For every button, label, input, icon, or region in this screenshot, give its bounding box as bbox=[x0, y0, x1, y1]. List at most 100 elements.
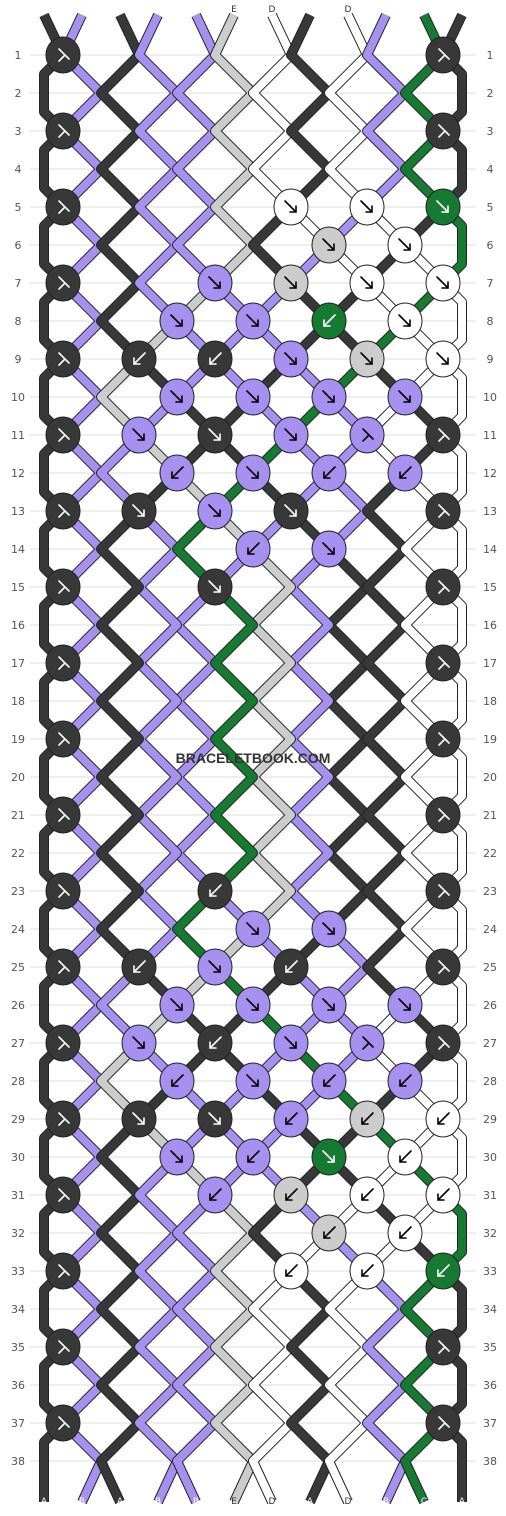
knot bbox=[425, 1176, 461, 1214]
knot-A-circle bbox=[425, 112, 461, 150]
knot bbox=[197, 340, 233, 378]
forward-arrow-icon bbox=[132, 504, 145, 517]
knot bbox=[159, 454, 195, 492]
forward-arrow-icon bbox=[398, 238, 411, 251]
knot bbox=[45, 1100, 81, 1138]
knot bbox=[235, 910, 271, 948]
knot bbox=[45, 492, 81, 530]
knot-grid bbox=[45, 36, 461, 1442]
knot bbox=[273, 264, 309, 302]
backward-forward-arrow-icon bbox=[58, 732, 70, 746]
row-label-right: 36 bbox=[483, 1379, 497, 1392]
row-label-right: 13 bbox=[483, 505, 497, 518]
backward-arrow-icon bbox=[361, 1264, 374, 1277]
strand-label-top: B bbox=[193, 5, 199, 15]
forward-arrow-icon bbox=[208, 960, 221, 973]
row-label-right: 22 bbox=[483, 847, 497, 860]
knot bbox=[45, 1024, 81, 1062]
row-label-left: 11 bbox=[11, 429, 25, 442]
knot bbox=[197, 492, 233, 530]
knot-A-circle bbox=[425, 36, 461, 74]
strand-label-bottom: A bbox=[117, 1497, 124, 1507]
backward-arrow-icon bbox=[437, 1264, 450, 1277]
knot-A-circle bbox=[425, 1328, 461, 1366]
row-label-right: 15 bbox=[483, 581, 497, 594]
knot bbox=[273, 1176, 309, 1214]
backward-forward-arrow-icon bbox=[58, 1416, 70, 1430]
backward-forward-arrow-icon bbox=[438, 1036, 450, 1050]
strand-label-bottom: B bbox=[79, 1497, 85, 1507]
knot bbox=[387, 226, 423, 264]
forward-arrow-icon bbox=[170, 998, 183, 1011]
row-label-left: 2 bbox=[15, 87, 22, 100]
knot-A-circle bbox=[45, 1328, 81, 1366]
knot-A-circle bbox=[45, 796, 81, 834]
knot bbox=[425, 948, 461, 986]
knot bbox=[235, 1138, 271, 1176]
knot bbox=[45, 1252, 81, 1290]
forward-arrow-icon bbox=[284, 428, 297, 441]
row-label-left: 19 bbox=[11, 733, 25, 746]
knot bbox=[311, 302, 347, 340]
knot bbox=[349, 1252, 385, 1290]
forward-arrow-icon bbox=[360, 276, 373, 289]
knot bbox=[45, 1328, 81, 1366]
row-label-right: 19 bbox=[483, 733, 497, 746]
strand-label-bottom: B bbox=[155, 1497, 161, 1507]
knot bbox=[311, 986, 347, 1024]
forward-arrow-icon bbox=[132, 1112, 145, 1125]
row-label-right: 14 bbox=[483, 543, 497, 556]
backward-forward-arrow-icon bbox=[438, 1340, 450, 1354]
backward-arrow-icon bbox=[133, 960, 146, 973]
backward-arrow-icon bbox=[171, 1074, 184, 1087]
backward-forward-arrow-icon bbox=[438, 732, 450, 746]
forward-arrow-icon bbox=[246, 922, 259, 935]
row-label-right: 34 bbox=[483, 1303, 497, 1316]
forward-arrow-icon bbox=[360, 352, 373, 365]
knot bbox=[197, 1024, 233, 1062]
knot bbox=[425, 644, 461, 682]
forward-arrow-icon bbox=[208, 1112, 221, 1125]
row-label-right: 37 bbox=[483, 1417, 497, 1430]
knot bbox=[387, 1138, 423, 1176]
knot bbox=[311, 530, 347, 568]
row-label-left: 30 bbox=[11, 1151, 25, 1164]
row-label-right: 12 bbox=[483, 467, 497, 480]
knot bbox=[45, 948, 81, 986]
knot bbox=[349, 340, 385, 378]
knot bbox=[425, 188, 461, 226]
knot bbox=[349, 264, 385, 302]
row-label-left: 37 bbox=[11, 1417, 25, 1430]
knot bbox=[121, 340, 157, 378]
knot bbox=[197, 1100, 233, 1138]
knot bbox=[235, 986, 271, 1024]
forward-arrow-icon bbox=[284, 200, 297, 213]
backward-forward-arrow-icon bbox=[438, 48, 450, 62]
row-label-right: 5 bbox=[487, 201, 494, 214]
site-watermark: BRACELETBOOK.COM bbox=[176, 750, 331, 766]
row-label-left: 31 bbox=[11, 1189, 25, 1202]
knot-B-circle bbox=[349, 416, 385, 454]
row-label-right: 1 bbox=[487, 49, 494, 62]
row-label-right: 26 bbox=[483, 999, 497, 1012]
knot bbox=[197, 872, 233, 910]
knot bbox=[159, 1062, 195, 1100]
strand-label-bottom: B bbox=[383, 1497, 389, 1507]
knot bbox=[349, 1100, 385, 1138]
knot bbox=[45, 872, 81, 910]
forward-arrow-icon bbox=[246, 314, 259, 327]
backward-arrow-icon bbox=[323, 466, 336, 479]
forward-backward-arrow-icon bbox=[362, 428, 374, 442]
backward-forward-arrow-icon bbox=[58, 352, 70, 366]
knot bbox=[159, 302, 195, 340]
forward-arrow-icon bbox=[208, 276, 221, 289]
row-label-left: 18 bbox=[11, 695, 25, 708]
row-label-right: 17 bbox=[483, 657, 497, 670]
row-label-left: 34 bbox=[11, 1303, 25, 1316]
knot-A-circle bbox=[45, 264, 81, 302]
knot bbox=[425, 1252, 461, 1290]
backward-arrow-icon bbox=[285, 960, 298, 973]
knot bbox=[235, 1062, 271, 1100]
knot bbox=[45, 796, 81, 834]
knot bbox=[273, 948, 309, 986]
